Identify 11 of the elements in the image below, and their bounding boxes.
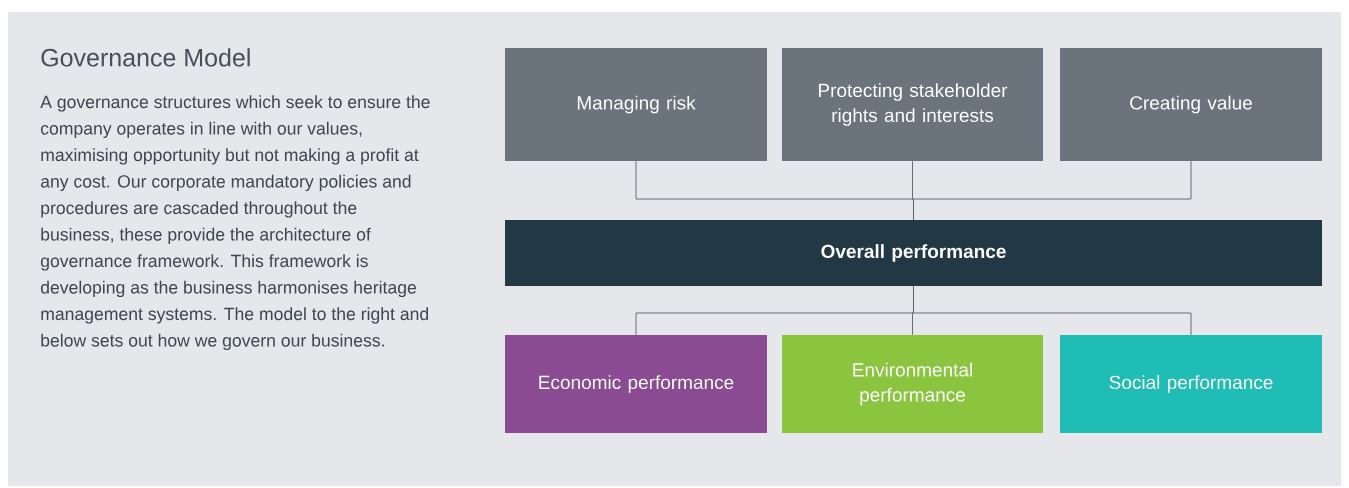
process-box: Economic performance — [505, 335, 767, 433]
process-box: Environmental performance — [782, 335, 1043, 433]
connector-line — [913, 285, 1192, 336]
heading: Governance Model — [41, 48, 250, 67]
connector-line — [913, 160, 1192, 221]
process-box: Social performance — [1060, 335, 1322, 433]
process-box: Overall performance — [505, 220, 1322, 286]
process-box: Managing risk — [505, 48, 767, 161]
paragraph: A governance structures which seek to ensure the company operates in line with our values, maximising opportunity but not making a profit at any cost. Our corporate mandatory policies and procedures are cascaded throughout the business, these provide the architecture of governance framework. This framework is developing as the business harmonises heritage management systems. The model to the right and below sets out how we govern our business. — [40, 95, 430, 351]
process-box: Creating value — [1060, 48, 1322, 161]
process-box: Protecting stakeholder rights and interests — [782, 48, 1043, 161]
